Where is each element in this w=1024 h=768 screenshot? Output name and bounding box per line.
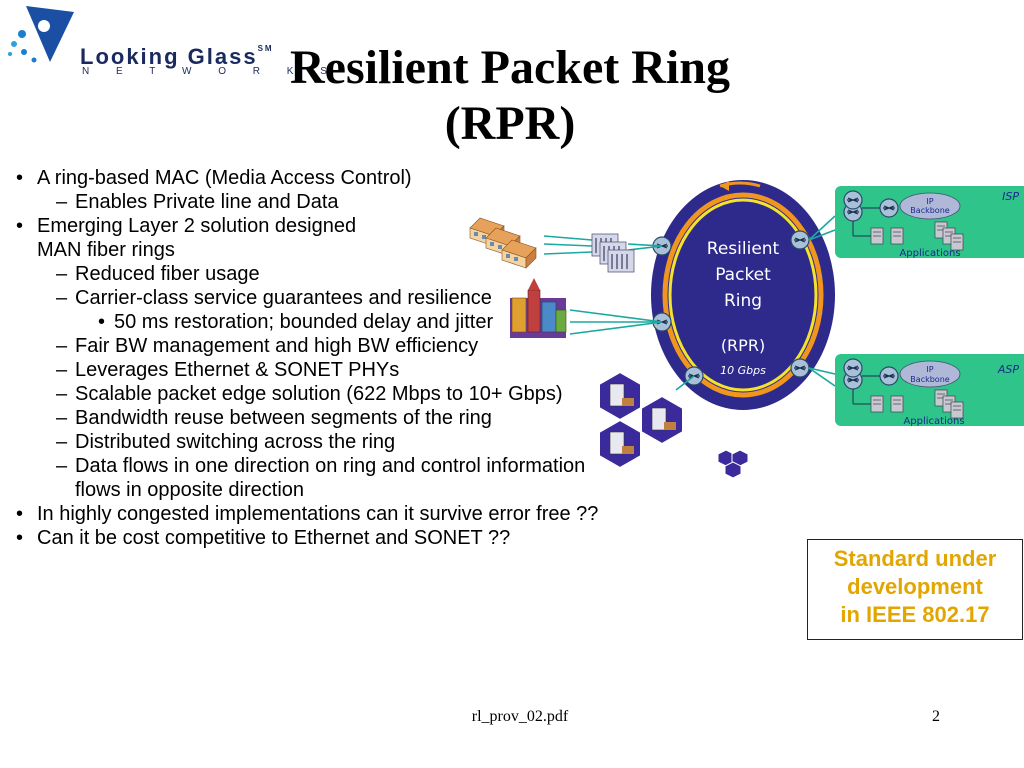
bullet-item: –Scalable packet edge solution (622 Mbps… <box>14 382 794 406</box>
title-line-1: Resilient Packet Ring <box>290 41 730 94</box>
isp-backbone-label: Backbone <box>910 206 949 215</box>
title-line-2: (RPR) <box>444 97 576 150</box>
bullet-marker: • <box>16 167 24 189</box>
bullet-text: A ring-based MAC (Media Access Control) <box>37 167 412 189</box>
bullet-text: Can it be cost competitive to Ethernet a… <box>37 527 511 549</box>
bullet-text: Distributed switching across the ring <box>75 431 396 453</box>
bullet-text: Data flows in one direction on ring and … <box>75 455 586 477</box>
bullet-text: Bandwidth reuse between segments of the … <box>75 407 492 429</box>
bullet-text: Enables Private line and Data <box>75 191 339 213</box>
bullet-text: Reduced fiber usage <box>75 263 260 285</box>
ring-label-2: Packet <box>715 265 771 285</box>
asp-label: ASP <box>997 363 1020 376</box>
bullet-marker: • <box>98 311 106 333</box>
bullet-item: • Emerging Layer 2 solution designed <box>14 214 794 238</box>
bullet-item: • A ring-based MAC (Media Access Control) <box>14 166 794 190</box>
bullet-marker: – <box>56 191 68 213</box>
bullet-marker: – <box>56 383 68 405</box>
ring-label-3: Ring <box>724 291 762 311</box>
note-line-3: in IEEE 802.17 <box>840 602 990 627</box>
bullet-marker: – <box>56 407 68 429</box>
bullet-text: Leverages Ethernet & SONET PHYs <box>75 359 400 381</box>
isp-label: ISP <box>1002 190 1019 203</box>
rpr-network-diagram: Resilient Packet Ring (RPR) 10 Gbps <box>440 170 1024 490</box>
company-logo: Looking GlassSM N E T W O R K S <box>4 4 327 77</box>
bullet-text: 50 ms restoration; bounded delay and jit… <box>114 311 494 333</box>
access-links <box>543 215 836 391</box>
ring-center <box>677 207 809 383</box>
asp-applications-label: Applications <box>903 416 964 427</box>
isp-applications-label: Applications <box>899 248 960 259</box>
bullet-marker: – <box>56 455 68 477</box>
bullet-item: • In highly congested implementations can… <box>14 502 794 526</box>
server-racks-icon <box>591 233 635 273</box>
asp-ip-label: IP <box>926 365 933 374</box>
bullet-marker: – <box>56 263 68 285</box>
bullet-item: –Carrier-class service guarantees and re… <box>14 286 794 310</box>
logo-mark-icon <box>8 6 74 63</box>
ring-node-router-icon <box>790 230 810 250</box>
bullet-item: –Data flows in one direction on ring and… <box>14 454 794 478</box>
bullet-marker: • <box>16 503 24 525</box>
ring-speed: 10 Gbps <box>720 364 766 377</box>
bullet-item: flows in opposite direction <box>14 478 794 502</box>
note-line-2: development <box>847 574 983 599</box>
edge-hexagon-cluster-icon <box>598 371 749 479</box>
bullet-item: –Distributed switching across the ring <box>14 430 794 454</box>
bullet-text: MAN fiber rings <box>37 239 175 261</box>
ring-node-router-icon <box>790 358 810 378</box>
bullet-marker: – <box>56 431 68 453</box>
bullet-text: In highly congested implementations can … <box>37 503 599 525</box>
ring-label-1: Resilient <box>707 239 780 259</box>
bullet-marker: – <box>56 287 68 309</box>
bullet-list: • A ring-based MAC (Media Access Control)… <box>14 166 794 550</box>
ring-label-rpr: (RPR) <box>721 336 765 355</box>
logo-name: Looking GlassSM <box>80 44 274 69</box>
note-line-1: Standard under <box>833 546 997 571</box>
bullet-item: • Can it be cost competitive to Ethernet … <box>14 526 794 550</box>
ring-arrowhead-icon <box>720 181 729 191</box>
bullet-marker: • <box>16 527 24 549</box>
ring-outer-band <box>662 192 824 398</box>
logo-subtitle: N E T W O R K S <box>82 66 339 77</box>
asp-backbone-label: Backbone <box>910 375 949 384</box>
page-number: 2 <box>932 708 940 725</box>
bullet-marker: – <box>56 359 68 381</box>
slide-title: Resilient Packet Ring (RPR) <box>230 40 790 152</box>
isp-panel: ISP IP Backbone Applications <box>835 186 1024 259</box>
residential-buildings-icon <box>469 217 537 269</box>
bullet-item: MAN fiber rings <box>14 238 794 262</box>
bullet-item: –Leverages Ethernet & SONET PHYs <box>14 358 794 382</box>
footer-filename: rl_prov_02.pdf <box>471 708 569 725</box>
asp-panel: ASP IP Backbone Applications <box>835 354 1024 427</box>
bullet-text: Fair BW management and high BW efficienc… <box>75 335 479 357</box>
bullet-item: –Enables Private line and Data <box>14 190 794 214</box>
bullet-item: • 50 ms restoration; bounded delay and ji… <box>14 310 794 334</box>
bullet-text: flows in opposite direction <box>75 479 305 501</box>
bullet-text: Carrier-class service guarantees and res… <box>75 287 492 309</box>
bullet-marker: – <box>56 335 68 357</box>
bullet-text: Emerging Layer 2 solution designed <box>37 215 357 237</box>
standard-note-box: Standard under development in IEEE 802.1… <box>807 539 1023 640</box>
isp-ip-label: IP <box>926 197 933 206</box>
ring-inner-band <box>668 198 818 392</box>
bullet-item: –Fair BW management and high BW efficien… <box>14 334 794 358</box>
bullet-marker: • <box>16 215 24 237</box>
bullet-item: –Bandwidth reuse between segments of the… <box>14 406 794 430</box>
bullet-item: –Reduced fiber usage <box>14 262 794 286</box>
bullet-text: Scalable packet edge solution (622 Mbps … <box>75 383 563 405</box>
office-towers-icon <box>510 278 567 338</box>
